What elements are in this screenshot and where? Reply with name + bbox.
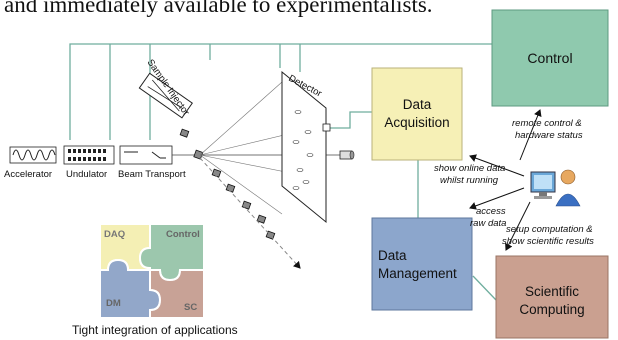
scientific-computing-label-line1: Scientific [525, 284, 579, 299]
detector-icon [281, 70, 331, 224]
scientific-computing-label-line2: Computing [519, 302, 584, 317]
interaction-arrows [469, 109, 542, 251]
puzzle-daq-label: DAQ [104, 229, 125, 240]
remote-control-note-1: remote control & [512, 118, 582, 129]
sample-particles [179, 128, 276, 240]
accelerator-label: Accelerator [4, 169, 52, 180]
undulator-icon [63, 145, 115, 165]
raw-data-note-2: raw data [470, 218, 506, 229]
scientific-computing-box[interactable] [495, 255, 609, 339]
data-acquisition-label-line2: Acquisition [384, 115, 449, 130]
puzzle-caption: Tight integration of applications [72, 323, 238, 337]
puzzle-icon: DAQ Control DM SC [99, 223, 205, 319]
beam-transport-label: Beam Transport [118, 169, 186, 180]
computer-icon [530, 171, 556, 199]
puzzle-sc-label: SC [184, 302, 197, 313]
header-text: and immediately available to experimenta… [4, 0, 433, 17]
undulator-label: Undulator [66, 169, 107, 180]
data-acquisition-box[interactable] [371, 67, 463, 161]
particle-trajectory [199, 157, 301, 269]
puzzle-dm-label: DM [106, 298, 121, 309]
remote-control-note-2: hardware status [515, 130, 583, 141]
data-acquisition-label-line1: Data [403, 97, 432, 112]
data-management-label-line1: Data [378, 248, 407, 263]
sample-injector-icon [138, 72, 193, 119]
puzzle-control-label: Control [166, 229, 200, 240]
control-label: Control [527, 50, 572, 66]
online-data-note-1: show online data [434, 163, 505, 174]
setup-note-1: setup computation & [506, 224, 593, 235]
setup-note-2: show scientific results [502, 236, 594, 247]
data-management-box[interactable] [371, 217, 473, 311]
raw-data-note-1: access [476, 206, 506, 217]
user-icon [555, 169, 581, 207]
accelerator-icon [9, 146, 57, 164]
control-box[interactable] [491, 9, 609, 107]
data-management-label-line2: Management [378, 266, 457, 281]
puzzle-piece-sc [149, 269, 205, 319]
beam-transport-icon [119, 145, 173, 165]
online-data-note-2: whilst running [440, 175, 499, 186]
beam-dump-icon [339, 150, 355, 160]
